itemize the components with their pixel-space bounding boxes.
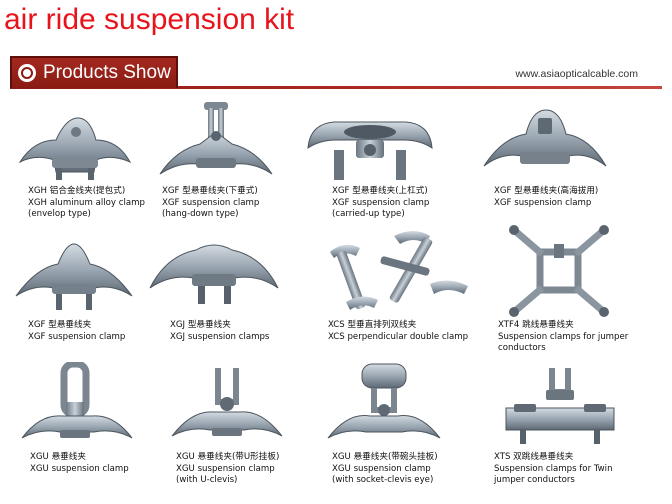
- xgf-high-altitude-clamp-icon: [483, 109, 607, 167]
- xgj-suspension-clamp-icon: [149, 244, 279, 304]
- page-title: air ride suspension kit: [4, 3, 295, 36]
- products-banner: Products Show www.asiaopticalcable.com: [0, 56, 672, 90]
- product-caption: XGU 悬垂线夹(带U形挂板)XGU suspension clamp(with…: [176, 452, 280, 486]
- products-show-tab[interactable]: Products Show: [10, 56, 178, 88]
- xtf4-jumper-clamp-icon: [509, 225, 609, 317]
- products-show-label: Products Show: [43, 62, 171, 83]
- xgh-envelop-clamp-icon: [18, 117, 132, 180]
- xcs-double-clamp-icon: [330, 231, 468, 310]
- xgf-carried-up-clamp-icon: [307, 121, 433, 180]
- xgu-socket-clevis-clamp-icon: [327, 363, 441, 439]
- xgu-suspension-clamp-icon: [21, 362, 133, 439]
- xgu-u-clevis-clamp-icon: [171, 368, 283, 437]
- circle-bullet-icon: [18, 64, 36, 82]
- product-caption: XGF 型悬垂线夹(下垂式)XGF suspension clamp(hang-…: [162, 186, 260, 220]
- product-caption: XGU 悬垂线夹(带碗头挂板)XGU suspension clamp(with…: [332, 452, 438, 486]
- xgf-suspension-clamp-icon: [15, 243, 133, 310]
- xts-twin-jumper-clamp-icon: [505, 368, 615, 444]
- xgf-hang-down-clamp-icon: [159, 102, 273, 175]
- product-caption: XGF 型悬垂线夹(上杠式)XGF suspension clamp(carri…: [332, 186, 430, 220]
- site-url[interactable]: www.asiaopticalcable.com: [515, 68, 638, 80]
- banner-underline: [10, 86, 662, 89]
- product-caption: XGF 型悬垂线夹(高海拔用)XGF suspension clamp: [494, 186, 599, 208]
- product-caption: XGH 铝合金线夹(提包式)XGH aluminum alloy clamp(e…: [28, 186, 145, 220]
